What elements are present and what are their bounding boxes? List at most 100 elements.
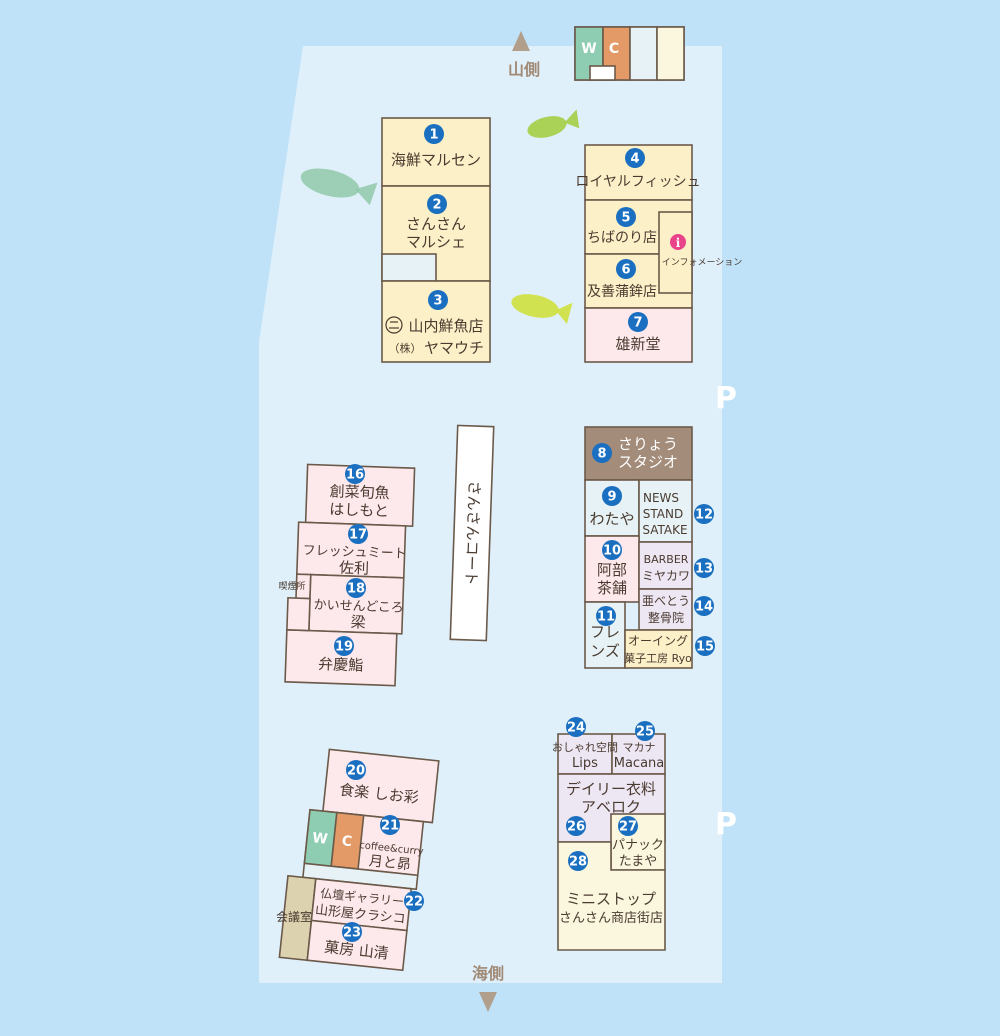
shop-8-name-line2: スタジオ [618,453,678,471]
badge-number: 15 [696,640,714,655]
shop-3-mark-icon [385,316,403,334]
badge-number: 24 [567,721,585,736]
shop-number-badge-15: 15 [695,636,715,656]
shop-25-name-line1: マカナ [623,741,656,754]
shop-number-badge-9: 9 [602,486,622,506]
shop-number-badge-26: 26 [566,816,586,836]
shop-number-badge-16: 16 [345,464,365,484]
restroom-w-label-2: W [311,830,328,848]
badge-number: 2 [432,198,441,213]
badge-number: 16 [346,468,364,483]
block-c: さりょう スタジオ わたや 阿部 茶舗 フレ ンズ NEWS STAND SAT… [584,426,693,669]
badge-number: 6 [621,263,630,278]
shop-25-name-line2: Macana [614,756,665,771]
shop-number-badge-12: 12 [694,504,714,524]
shop-26-name-line2: アベロク [581,798,641,816]
shop-18-name-line1: かいせんどころ [313,598,404,616]
shop-number-badge-7: 7 [628,312,648,332]
shop-number-badge-5: 5 [616,207,636,227]
shop-27-name-line2: たまや [619,854,658,869]
shop-12-area[interactable] [638,479,693,543]
shop-28-area[interactable] [557,841,666,951]
shop-14-name-line2: 整骨院 [648,610,684,625]
badge-number: 9 [607,490,616,505]
shop-12-name-line2: STAND [643,507,683,521]
shop-number-badge-2: 2 [427,194,447,214]
badge-circle [628,312,648,332]
shop-19-area[interactable] [284,629,398,687]
shop-18-name-line2: 梁 [350,613,366,632]
badge-circle [695,636,715,656]
shop-3-name-line2: ヤマウチ [424,339,484,357]
block-b: ロイヤルフィッシュ ちばのり店 及善蒲鉾店 雄新堂 i インフォメーション [575,144,742,363]
shop-number-badge-14: 14 [694,596,714,616]
shop-2-name-line1: さんさん [406,215,466,233]
shop-number-badge-22: 22 [404,891,424,911]
shop-9-name: わたや [589,510,634,528]
shop-10-name-line2: 茶舗 [597,579,627,597]
shop-16-name-line1: 創菜旬魚 [329,482,390,502]
block-d: 創菜旬魚 はしもと フレッシュミート 佐利 かいせんどころ 梁 弁慶鮨 [284,463,416,687]
badge-number: 5 [621,211,630,226]
storage-area [381,253,437,282]
badge-circle [694,596,714,616]
badge-number: 21 [381,819,399,834]
shop-7-name: 雄新堂 [615,335,660,353]
shop-15-name-line1: オーイング [628,634,688,648]
shop-15-area[interactable] [624,629,693,669]
badge-circle [602,486,622,506]
shop-number-badge-11: 11 [596,606,616,626]
south-label: 海側 [472,964,504,983]
svg-text:i: i [676,236,681,250]
badge-circle [566,717,586,737]
north-label: 山側 [508,60,540,79]
shop-11-name-line2: ンズ [590,642,620,660]
shop-16-name-line2: はしもと [329,500,389,520]
shop-14-area[interactable] [638,588,693,631]
shop-15-name-line2: 菓子工房 Ryo [624,652,692,665]
information-area[interactable] [658,211,693,294]
badge-circle [380,815,400,835]
block-a: 海鮮マルセン さんさん マルシェ 山内鮮魚店 （株） ヤマウチ [381,117,491,363]
shop-number-badge-25: 25 [635,721,655,741]
shop-25-area[interactable] [611,733,666,775]
shop-6-name: 及善蒲鉾店 [587,284,657,300]
badge-circle [428,290,448,310]
badge-circle [618,816,638,836]
badge-circle [616,259,636,279]
shop-5-name: ちばのり店 [587,230,657,246]
badge-number: 20 [347,764,365,779]
court-label: さんさんコート [462,480,484,586]
badge-circle [694,504,714,524]
parking-label-1: P [715,381,737,416]
restroom-w-label: W [581,41,596,57]
shop-11-name-line1: フレ [590,623,620,641]
fish-icon [300,168,378,206]
badge-circle [566,816,586,836]
shop-13-name-line2: ミヤカワ [642,569,690,583]
shop-number-badge-24: 24 [566,717,586,737]
smoking-label: 喫煙所 [278,580,305,592]
badge-number: 4 [630,152,639,167]
badge-number: 11 [597,610,615,625]
shop-19-name: 弁慶鮨 [318,655,364,675]
badge-circle [635,721,655,741]
badge-circle [342,922,362,942]
badge-circle [602,540,622,560]
shop-21-name-line2: 月と昴 [368,853,411,873]
shop-number-badge-4: 4 [625,148,645,168]
badge-number: 19 [335,640,353,655]
badge-circle [345,464,365,484]
badge-number: 23 [343,926,361,941]
top-restroom-block: W C [574,26,685,81]
badge-circle [596,606,616,626]
badge-circle [616,207,636,227]
shop-3-name-line1: 山内鮮魚店 [408,317,483,335]
badge-number: 17 [349,528,367,543]
badge-number: 12 [695,508,713,523]
meeting-room-label: 会議室 [276,909,312,924]
badge-number: 26 [567,820,585,835]
badge-number: 14 [695,600,713,615]
court-area[interactable] [449,424,495,642]
